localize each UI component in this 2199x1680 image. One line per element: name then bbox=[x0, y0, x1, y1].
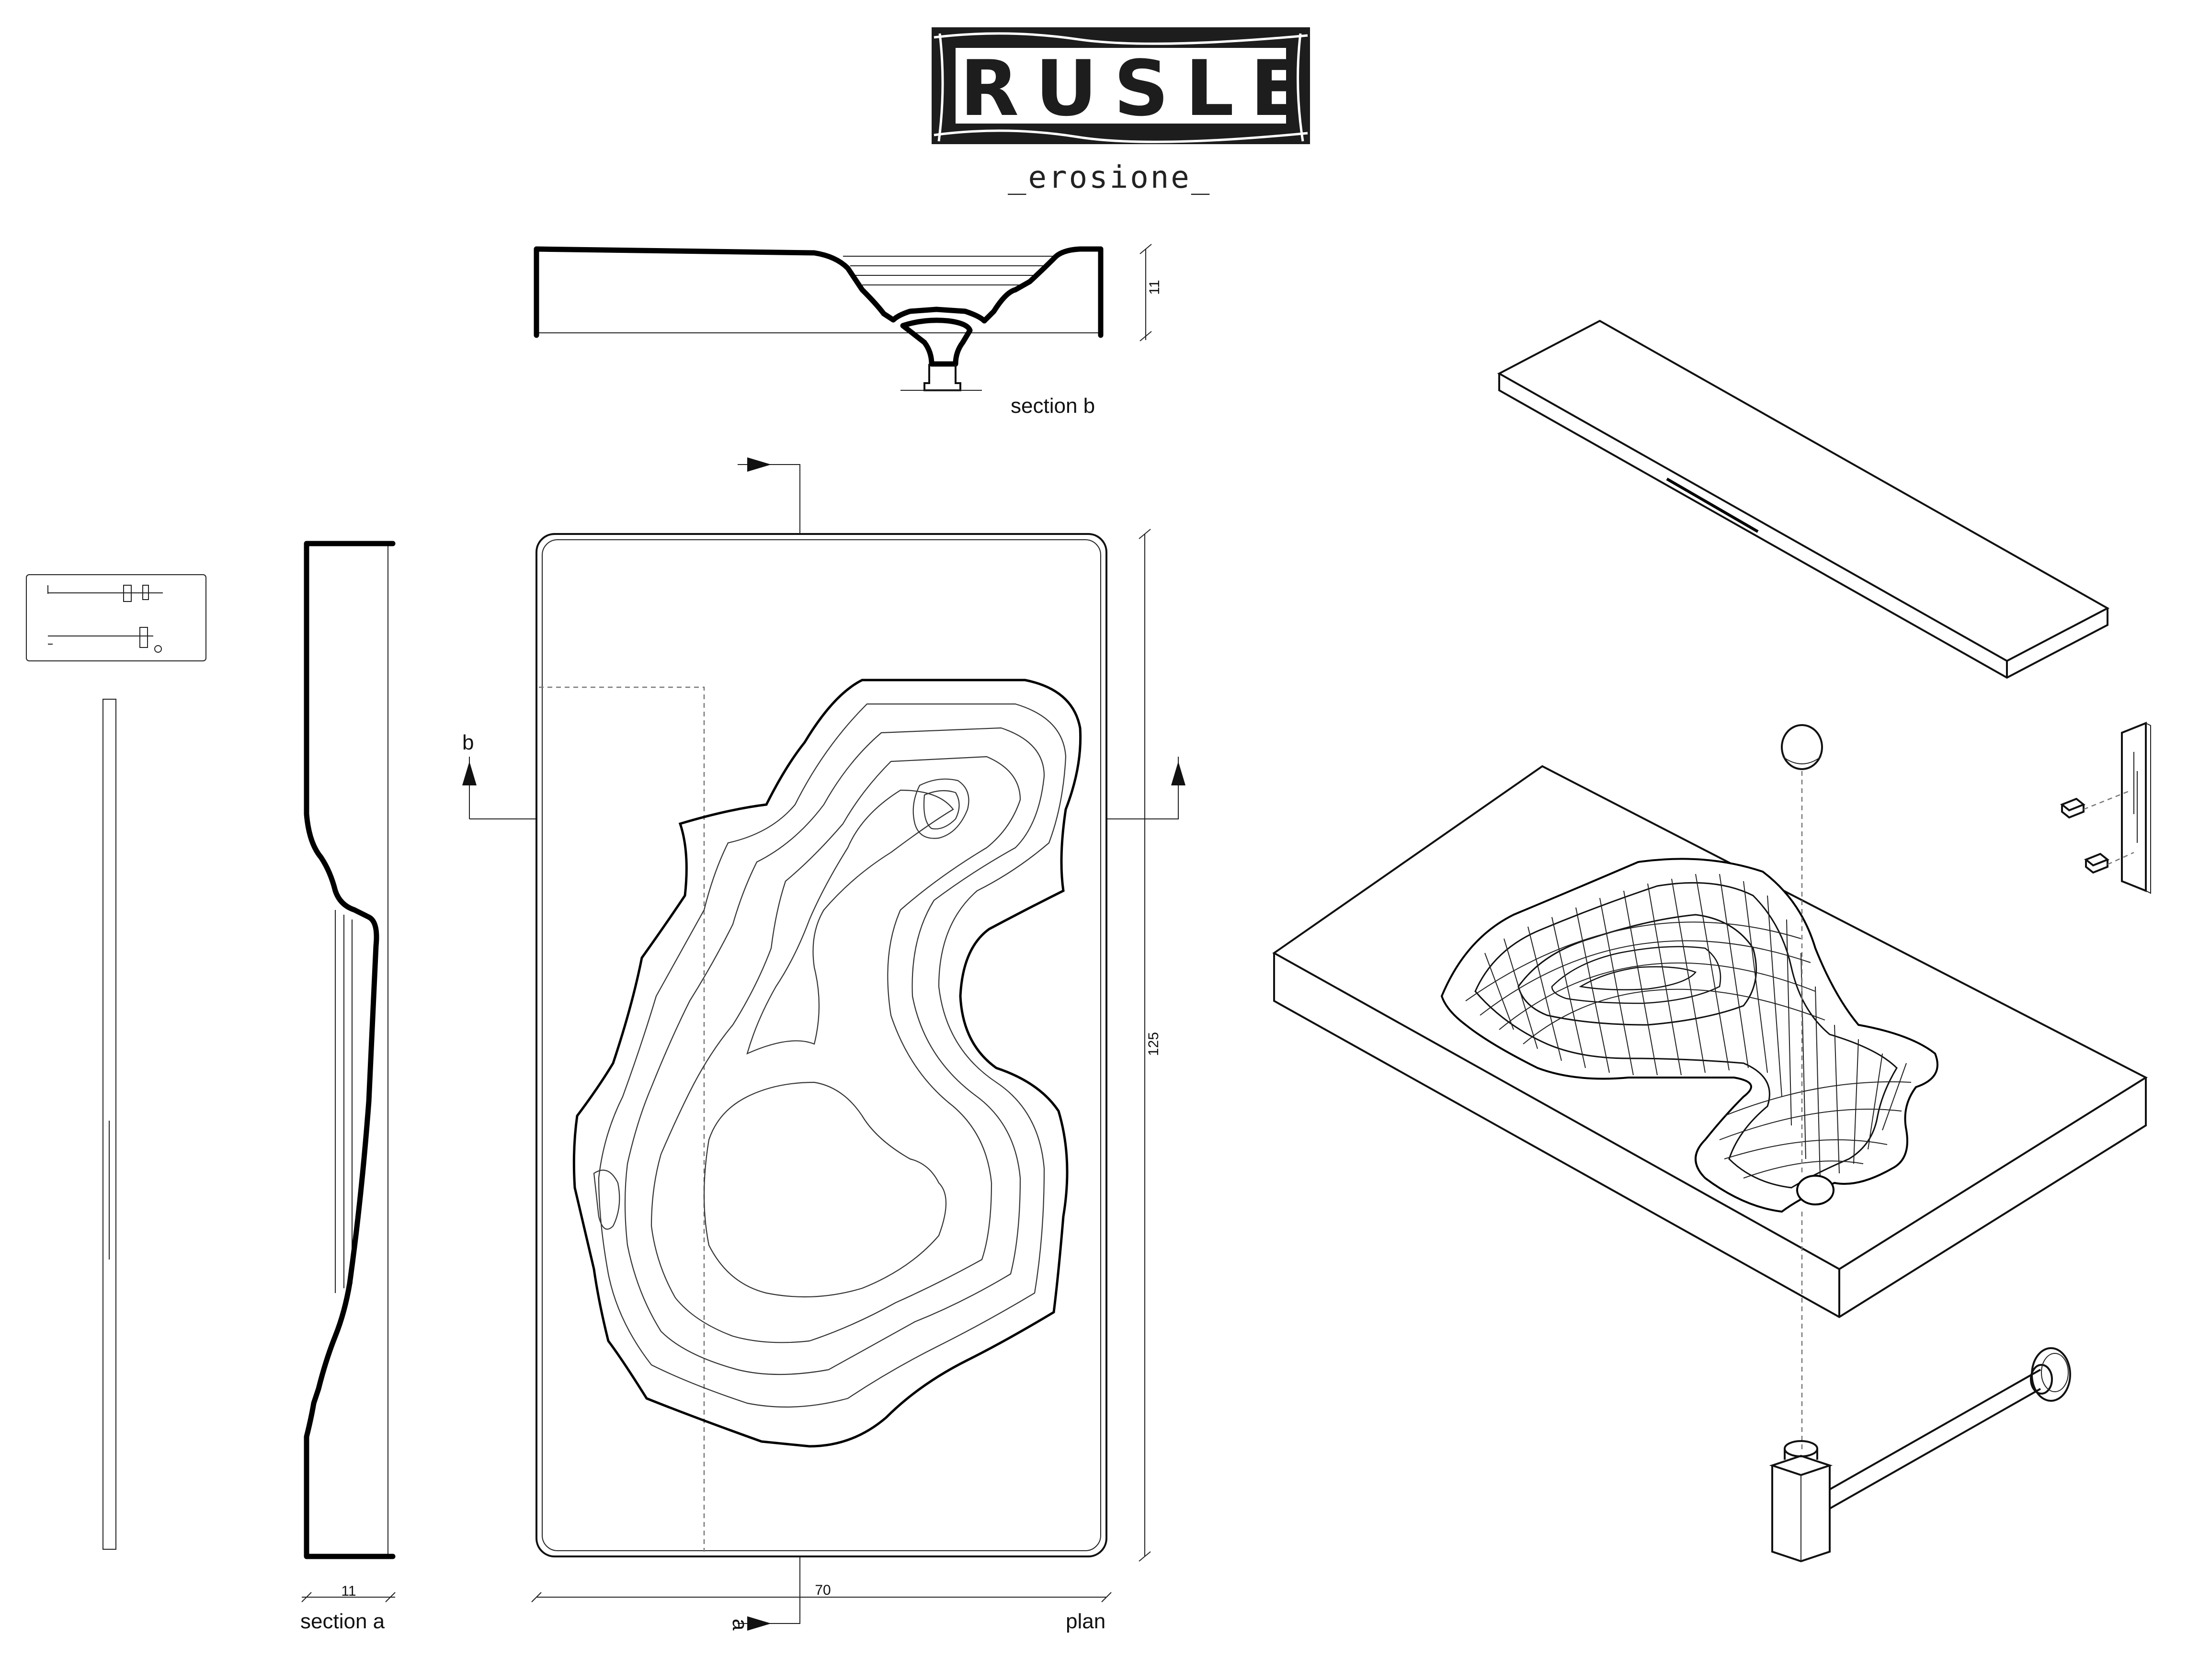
basin-outline bbox=[572, 679, 1082, 1448]
basin-cavity-mesh bbox=[1440, 858, 1938, 1213]
plan-label: plan bbox=[1066, 1610, 1105, 1633]
plan-length-value: 125 bbox=[1146, 1032, 1162, 1056]
cut-a-marker-bottom: a bbox=[728, 1619, 752, 1631]
wall-bracket bbox=[2060, 722, 2151, 894]
plan-view-drawing: b a bbox=[462, 457, 1185, 1633]
brand-logo: RUSLE _erosione_ bbox=[932, 27, 1319, 195]
cut-line-a: a bbox=[728, 457, 800, 1631]
section-a-drawing: 11 section a bbox=[300, 541, 396, 1633]
thumbnail-views bbox=[26, 574, 206, 1550]
plan-width-dimension: 70 bbox=[531, 1582, 1112, 1602]
section-a-depth-dimension: 11 bbox=[301, 1583, 396, 1602]
bottle-trap bbox=[1769, 1347, 2071, 1563]
section-b-drawing: 11 section b bbox=[534, 244, 1162, 418]
cut-line-b: b bbox=[462, 731, 1185, 819]
section-a-label: section a bbox=[300, 1610, 385, 1633]
section-a-depth-value: 11 bbox=[341, 1583, 356, 1599]
cut-b-marker-left: b bbox=[462, 731, 474, 754]
basin-contours bbox=[593, 703, 1067, 1408]
section-b-height-dimension: 11 bbox=[1139, 244, 1162, 341]
logo-wordmark: RUSLE bbox=[960, 44, 1319, 133]
plan-width-value: 70 bbox=[815, 1582, 831, 1598]
section-b-height-value: 11 bbox=[1147, 280, 1162, 295]
drain-cap bbox=[1781, 724, 1823, 770]
plan-length-dimension: 125 bbox=[1139, 529, 1162, 1562]
washbasin-slab bbox=[1272, 765, 2148, 1318]
logo-subtitle: _erosione_ bbox=[1008, 160, 1211, 195]
section-b-label: section b bbox=[1011, 394, 1095, 418]
cover-plate bbox=[1497, 319, 2110, 679]
axonometric-exploded-view bbox=[1272, 319, 2151, 1563]
